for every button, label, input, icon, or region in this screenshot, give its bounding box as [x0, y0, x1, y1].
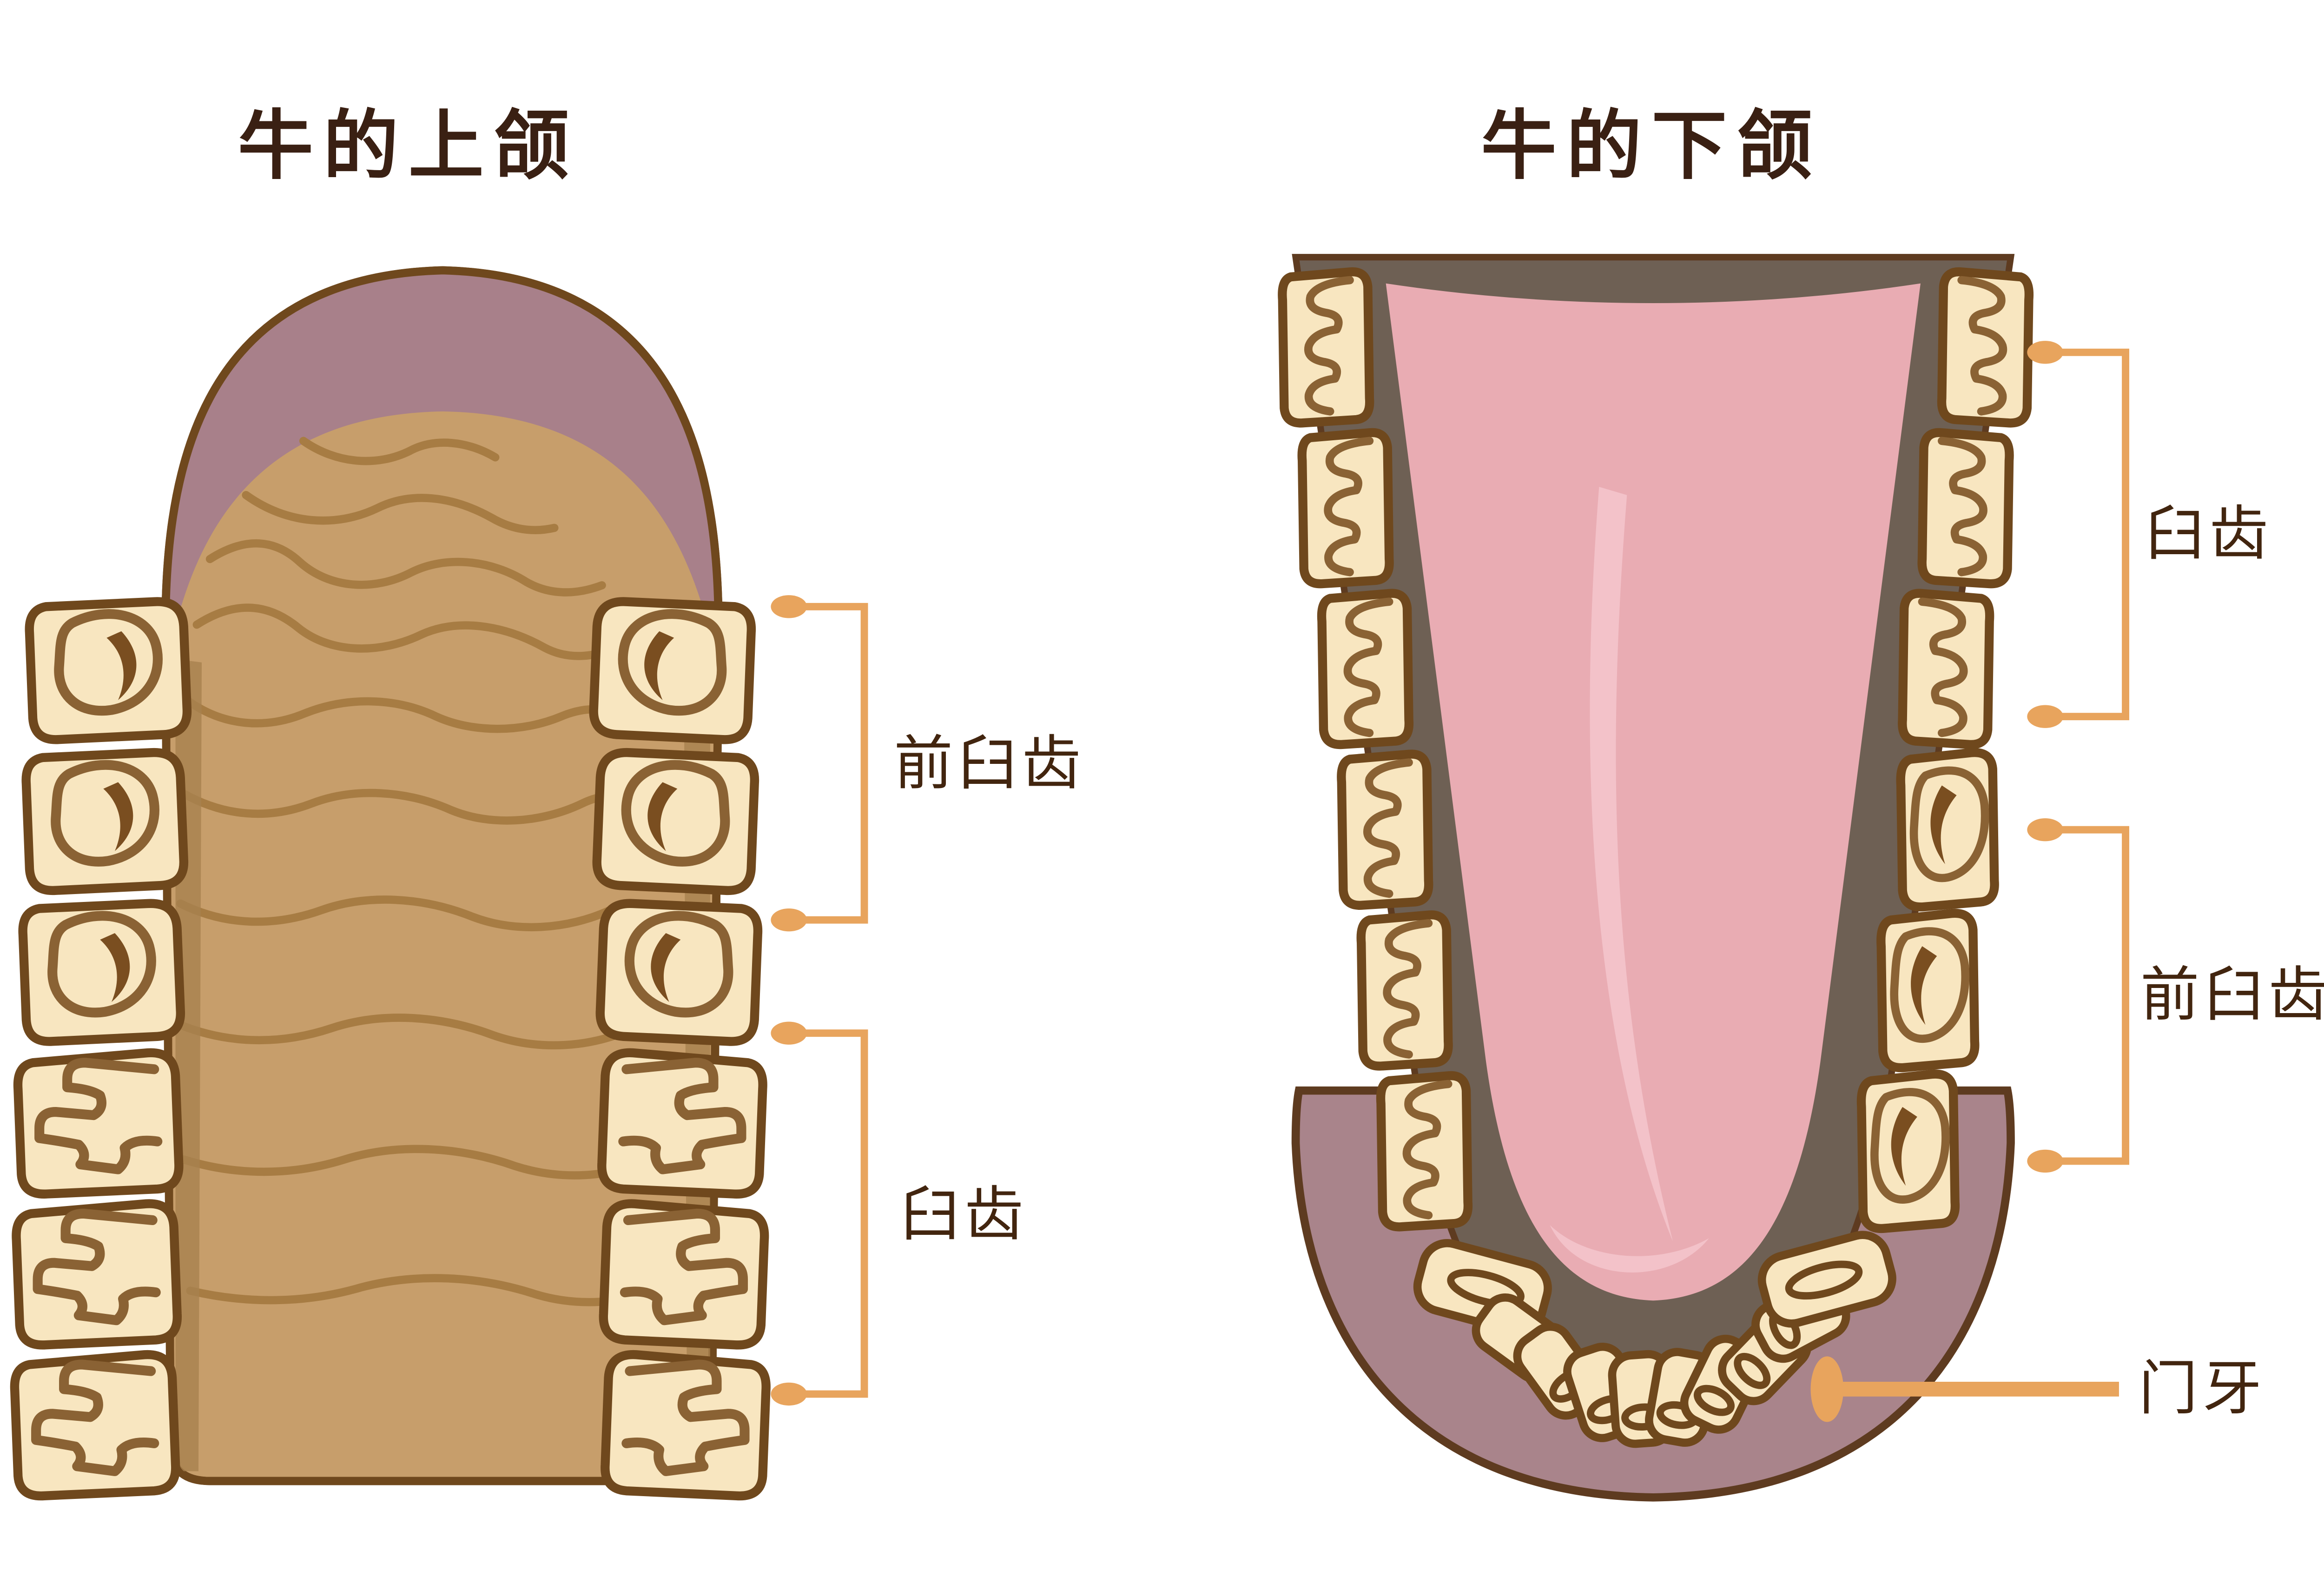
lower-molar-tooth	[1282, 272, 1370, 423]
callout-dot	[771, 1382, 807, 1406]
upper-jaw-diagram	[14, 266, 766, 1496]
callout-dot	[1810, 1356, 1844, 1422]
upper-premolar-tooth	[600, 903, 758, 1041]
lower-premolar-tooth	[1341, 754, 1429, 905]
lower-jaw-diagram	[1282, 254, 2029, 1502]
callout-upper-molar: 臼齿	[771, 1021, 1028, 1406]
callout-lower-molar: 臼齿	[2027, 341, 2273, 728]
lower-molar-tooth	[1302, 432, 1389, 583]
upper-molar-tooth	[603, 1204, 764, 1345]
upper-molar-tooth	[602, 1053, 763, 1194]
label-lower-premolar: 前臼齿	[2140, 961, 2324, 1027]
upper-premolar-tooth	[594, 602, 751, 740]
upper-premolar-tooth	[23, 903, 180, 1041]
callout-upper-premolar: 前臼齿	[771, 595, 1086, 932]
callout-lower-premolar: 前臼齿	[2027, 818, 2324, 1173]
dental-pad	[166, 273, 717, 664]
callout-dot	[2027, 705, 2063, 728]
callout-dot	[2027, 818, 2063, 842]
upper-molar-tooth	[18, 1053, 178, 1194]
label-upper-molar: 臼齿	[900, 1181, 1028, 1247]
callout-dot	[2027, 341, 2063, 364]
lower-premolar-tooth	[1381, 1076, 1468, 1227]
title-upper-jaw: 牛的上颌	[238, 104, 579, 188]
callout-dot	[771, 595, 807, 618]
upper-premolar-tooth	[29, 602, 187, 740]
upper-molar-tooth	[605, 1355, 766, 1496]
callout-dot	[771, 908, 807, 932]
lower-premolar-tooth	[1881, 913, 1975, 1067]
upper-left-tooth-row	[14, 602, 187, 1496]
label-lower-molar: 臼齿	[2145, 501, 2273, 567]
lower-molar-tooth	[1322, 593, 1409, 744]
lower-molar-tooth	[1922, 432, 2009, 583]
upper-premolar-tooth	[26, 753, 184, 891]
upper-molar-tooth	[16, 1204, 177, 1345]
upper-premolar-tooth	[597, 753, 754, 891]
label-lower-incisor: 门牙	[2139, 1355, 2266, 1421]
lower-premolar-tooth	[1361, 915, 1448, 1066]
tongue	[1386, 283, 1921, 1301]
label-upper-premolar: 前臼齿	[894, 730, 1086, 796]
lower-premolar-tooth	[1861, 1074, 1955, 1228]
annotations: 牛的上颌 牛的下颌 前臼齿 臼齿 臼齿 前臼齿	[238, 104, 2324, 1422]
upper-molar-tooth	[14, 1355, 175, 1496]
tongue-highlight	[1590, 487, 1673, 1242]
lower-premolar-tooth	[1901, 753, 1994, 907]
tongue-tip-highlight	[1550, 1225, 1709, 1273]
callout-dot	[771, 1021, 807, 1045]
lower-molar-tooth	[1941, 272, 2029, 423]
callout-lower-incisor: 门牙	[1810, 1355, 2266, 1422]
lower-molar-tooth	[1902, 593, 1990, 744]
callout-dot	[2027, 1149, 2063, 1173]
title-lower-jaw: 牛的下颌	[1481, 104, 1822, 188]
